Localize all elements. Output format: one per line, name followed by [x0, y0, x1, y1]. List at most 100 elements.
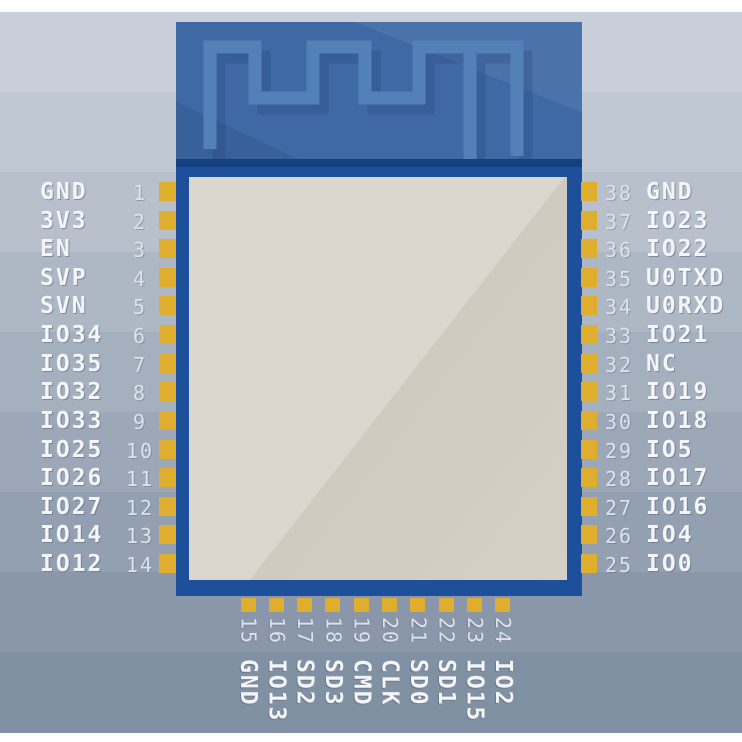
pin-number-label: 8 [132, 381, 148, 406]
pin-pad [410, 598, 426, 612]
pin-pad [466, 598, 482, 612]
pin-number-label: 30 [604, 409, 634, 434]
pin-number-label: 20 [378, 617, 402, 646]
pin-number-label: 6 [132, 324, 148, 349]
pin-number-label: 21 [406, 617, 431, 646]
pin-name-label: IO27 [40, 493, 104, 520]
pin-name-label: IO12 [40, 551, 104, 578]
module-body-edge [176, 159, 582, 167]
pin-name-label: IO33 [40, 407, 104, 434]
pin-number-label: 11 [125, 467, 155, 492]
pin-number-label: 32 [604, 352, 634, 377]
pin-pad [159, 382, 176, 402]
pin-name-label: IO23 [646, 207, 710, 234]
pin-pad [581, 525, 597, 545]
pin-name-label: IO18 [646, 407, 710, 434]
pin-number-label: 34 [604, 295, 634, 320]
pin-pad [159, 182, 176, 201]
pin-name-label: SVN [40, 293, 88, 320]
top-margin-strip [0, 0, 742, 12]
pin-number-label: 10 [125, 438, 155, 463]
pin-number-label: 19 [349, 617, 374, 646]
pin-pad [581, 468, 597, 488]
pin-number-label: 31 [604, 381, 634, 406]
pin-number-label: 35 [604, 266, 634, 291]
pin-pad [438, 598, 454, 612]
pin-name-label: U0TXD [646, 264, 726, 291]
pin-number-label: 13 [125, 524, 155, 549]
pin-pad [581, 210, 597, 230]
module-antenna-zone [176, 22, 582, 159]
pin-number-label: 12 [125, 495, 155, 520]
pin-pad [581, 410, 597, 430]
pin-name-label: IO15 [461, 659, 488, 723]
pin-number-label: 16 [264, 617, 289, 646]
pin-name-label: IO21 [646, 322, 710, 349]
pin-name-label: SD3 [319, 659, 346, 707]
pin-number-label: 14 [125, 553, 155, 578]
pin-number-label: 26 [604, 524, 634, 549]
pin-name-label: GND [40, 179, 88, 205]
pin-name-label: U0RXD [646, 293, 726, 320]
pin-number-label: 3 [132, 238, 148, 263]
pin-number-label: 7 [132, 352, 148, 377]
pin-name-label: IO2 [489, 659, 516, 707]
pin-name-label: NC [646, 350, 678, 377]
pin-pad [581, 353, 597, 373]
pin-number-label: 29 [604, 438, 634, 463]
pin-number-label: 33 [604, 324, 634, 349]
pin-pad [297, 598, 313, 612]
pin-number-label: 37 [604, 209, 634, 234]
module-substrate [189, 177, 567, 580]
pin-name-label: IO19 [646, 379, 710, 406]
pin-pad [159, 410, 176, 430]
pin-pad [268, 598, 284, 612]
pin-number-label: 36 [604, 238, 634, 263]
pin-name-label: SVP [40, 264, 88, 291]
pin-pad [581, 267, 597, 287]
pin-name-label: IO26 [40, 465, 104, 492]
pin-number-label: 25 [604, 553, 634, 578]
pin-name-label: IO13 [263, 659, 290, 723]
pin-number-label: 9 [132, 409, 148, 434]
pin-name-label: CLK [376, 659, 403, 707]
pin-pad [581, 496, 597, 516]
pin-number-label: 1 [132, 181, 148, 205]
pin-name-label: GND [235, 659, 262, 707]
pin-name-label: EN [40, 236, 72, 263]
pin-pad [159, 525, 176, 545]
pin-number-label: 22 [434, 617, 459, 646]
pin-pad [325, 598, 341, 612]
pin-name-label: IO16 [646, 493, 710, 520]
pin-number-label: 5 [132, 295, 148, 320]
pin-name-label: GND [646, 179, 694, 205]
pin-name-label: IO0 [646, 551, 694, 578]
pin-name-label: IO14 [40, 522, 104, 549]
pin-name-label: 3V3 [40, 207, 88, 234]
pin-number-label: 4 [132, 266, 148, 291]
pin-number-label: 17 [293, 617, 318, 646]
pin-pad [581, 382, 597, 402]
pin-pad [581, 296, 597, 316]
pin-pad [353, 598, 369, 612]
pin-name-label: CMD [348, 659, 375, 707]
pin-pad [159, 210, 176, 230]
pin-pad [382, 598, 397, 612]
pin-pad [581, 239, 597, 259]
pin-pad [159, 325, 176, 345]
pin-pad [581, 182, 597, 201]
pin-number-label: 15 [236, 617, 261, 646]
pin-name-label: IO34 [40, 322, 104, 349]
pin-pad [581, 439, 597, 459]
pin-pad [581, 325, 597, 345]
pin-number-label: 38 [604, 181, 634, 205]
pin-name-label: IO5 [646, 436, 694, 463]
pin-number-label: 24 [491, 617, 516, 646]
pin-pad [159, 554, 176, 574]
pin-pad [159, 496, 176, 516]
pin-number-label: 27 [604, 495, 634, 520]
pin-name-label: IO4 [646, 522, 694, 549]
pin-pad [159, 468, 176, 488]
pin-pad [159, 439, 176, 459]
